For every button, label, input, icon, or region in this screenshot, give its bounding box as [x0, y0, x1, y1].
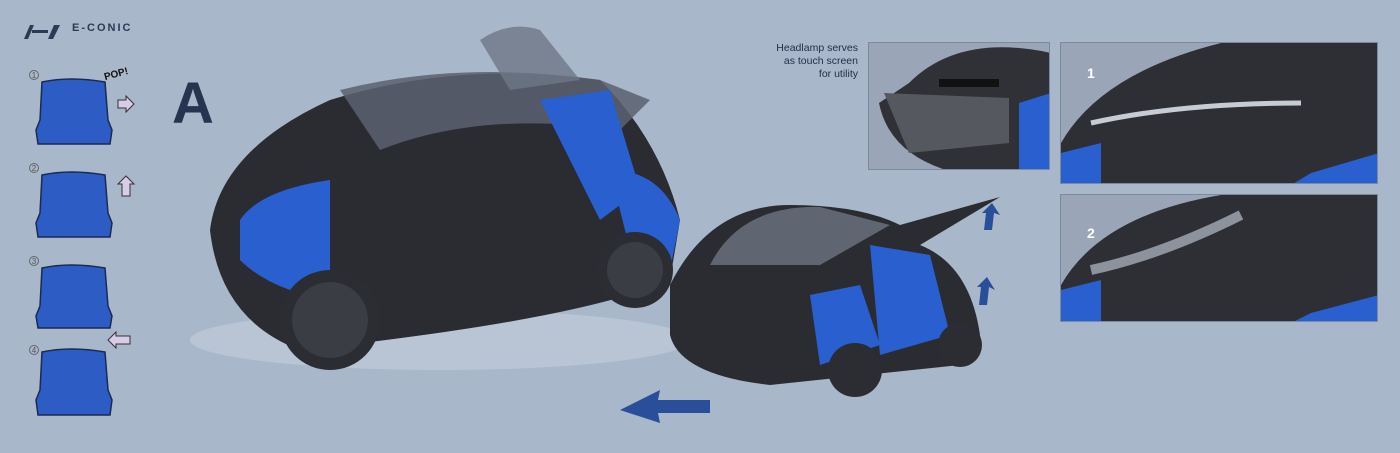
seat-illustrations — [35, 78, 136, 416]
step-number: 1 — [29, 70, 39, 80]
car-sketch-front — [620, 197, 1000, 423]
brand-logo — [24, 25, 60, 39]
caption-line: as touch screen — [783, 55, 858, 67]
headlamp-caption: Headlamp serves as touch screen for util… — [760, 42, 858, 81]
panel-label: 2 — [1087, 225, 1095, 241]
panel-label: 1 — [1087, 65, 1095, 81]
car-sketch-main — [190, 26, 690, 370]
arrow-right-icon — [117, 94, 135, 114]
variant-label: A — [172, 71, 214, 136]
brand-name: E-CONIC — [72, 22, 133, 34]
caption-line: for utility — [818, 68, 858, 80]
headlamp-detail-panel — [868, 42, 1050, 170]
step-number: 4 — [29, 345, 39, 355]
detail-panel-1: 1 — [1060, 42, 1378, 184]
arrow-up-icon — [116, 175, 136, 197]
arrow-icon — [620, 390, 710, 423]
caption-line: Headlamp serves — [776, 42, 858, 54]
step-number: 3 — [29, 256, 39, 266]
detail-panel-2: 2 — [1060, 194, 1378, 322]
step-number: 2 — [29, 163, 39, 173]
